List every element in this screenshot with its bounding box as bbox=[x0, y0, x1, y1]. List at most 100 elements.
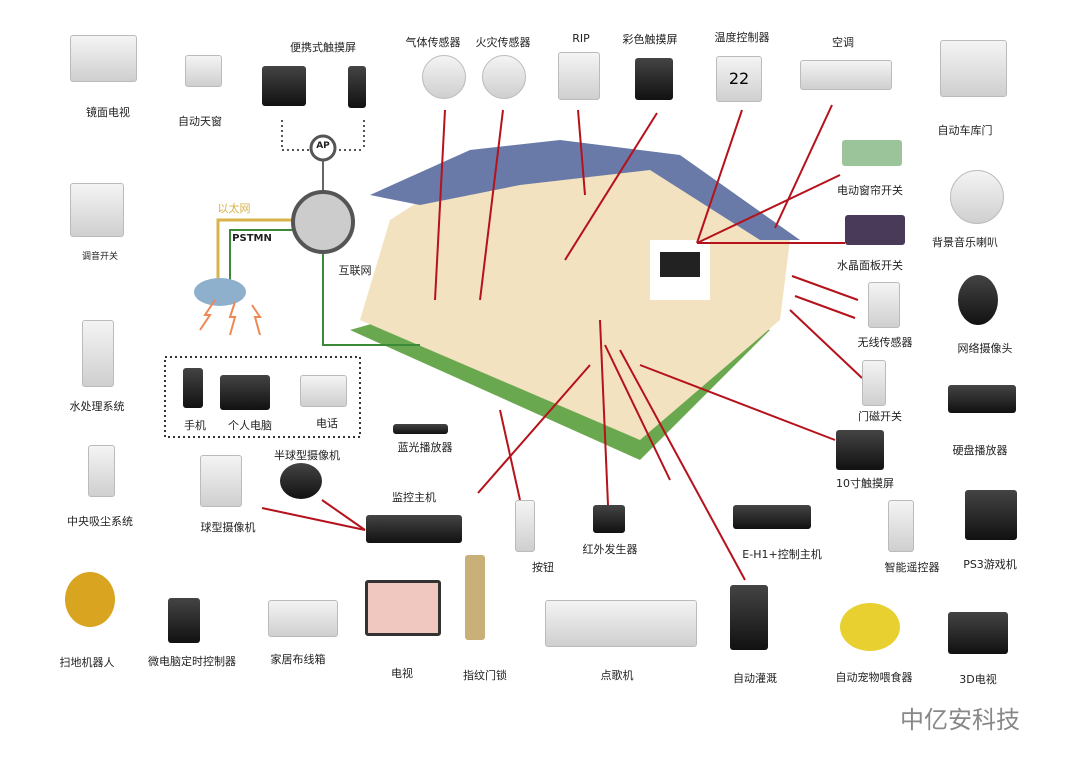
wiring-box-image bbox=[268, 600, 338, 637]
client-devices-box bbox=[164, 356, 361, 438]
garage-door-image bbox=[940, 40, 1007, 97]
controller-label: E-H1+控制主机 bbox=[742, 548, 822, 561]
ethernet-label: 以太网 bbox=[217, 202, 251, 215]
volume-switch-label: 调音开关 bbox=[81, 252, 119, 262]
ir-label: 红外发生器 bbox=[582, 543, 638, 556]
tv3d-image bbox=[948, 612, 1008, 654]
nvr-label: 监控主机 bbox=[392, 491, 436, 504]
garage-door-label: 自动车库门 bbox=[937, 124, 993, 137]
irrigation-label: 自动灌溉 bbox=[733, 672, 777, 685]
vacuum-image bbox=[88, 445, 115, 497]
rip-label: RIP bbox=[572, 32, 590, 45]
ball-camera-image bbox=[200, 455, 242, 507]
dome-cam-label: 半球型摄像机 bbox=[274, 449, 340, 462]
crystal-switch-image bbox=[845, 215, 905, 245]
ball-cam-label: 球型摄像机 bbox=[200, 521, 256, 534]
volume-switch-image bbox=[70, 183, 124, 237]
portable-touch-label: 便携式触摸屏 bbox=[290, 41, 356, 54]
bluray-image bbox=[393, 424, 448, 434]
gas-sensor-image bbox=[422, 55, 466, 99]
phone-label: 手机 bbox=[184, 419, 206, 432]
karaoke-image bbox=[545, 600, 697, 647]
karaoke-label: 点歌机 bbox=[600, 669, 634, 682]
bg-speaker-label: 背景音乐喇叭 bbox=[932, 236, 998, 249]
crystal-switch-label: 水晶面板开关 bbox=[837, 259, 903, 272]
thermostat-display: 22 bbox=[716, 56, 762, 102]
phone-image bbox=[348, 66, 366, 108]
irrigation-image bbox=[730, 585, 768, 650]
remote-label: 智能遥控器 bbox=[884, 561, 940, 574]
cloud-icon bbox=[194, 278, 246, 306]
hdd-player-label: 硬盘播放器 bbox=[952, 444, 1008, 457]
thermostat-label: 温度控制器 bbox=[714, 31, 770, 44]
water-system-image bbox=[82, 320, 114, 387]
house-roof bbox=[370, 140, 800, 240]
internet-label: 互联网 bbox=[338, 264, 372, 277]
pc-label: 个人电脑 bbox=[228, 419, 272, 432]
internet-globe-icon bbox=[291, 190, 355, 254]
tv3d-label: 3D电视 bbox=[959, 673, 997, 686]
touch10-image bbox=[836, 430, 884, 470]
ip-camera-label: 网络摄像头 bbox=[957, 342, 1013, 355]
ps3-label: PS3游戏机 bbox=[963, 558, 1017, 571]
button-label: 按钮 bbox=[532, 561, 554, 574]
tablet-image bbox=[262, 66, 306, 106]
curtain-switch-image bbox=[842, 140, 902, 166]
color-touch-label: 彩色触摸屏 bbox=[622, 33, 678, 46]
pstmn-line bbox=[229, 229, 295, 285]
mirror-tv-image bbox=[70, 35, 137, 82]
pstmn-label: PSTMN bbox=[232, 233, 272, 244]
wiring-box-label: 家居布线箱 bbox=[270, 653, 326, 666]
pc-image bbox=[220, 375, 270, 410]
skylight-motor-image bbox=[185, 55, 222, 87]
lock-label: 指纹门锁 bbox=[463, 669, 507, 682]
wireless-sensor-image bbox=[868, 282, 900, 328]
watermark: 中亿安科技 bbox=[900, 706, 1020, 734]
vacuum-label: 中央吸尘系统 bbox=[67, 515, 133, 528]
water-label: 水处理系统 bbox=[69, 400, 125, 413]
robot-image bbox=[65, 572, 115, 627]
air-conditioner-image bbox=[800, 60, 892, 90]
dome-camera-image bbox=[280, 463, 322, 499]
ir-image bbox=[593, 505, 625, 533]
hdd-player-image bbox=[948, 385, 1016, 413]
device-links bbox=[261, 104, 863, 581]
mirror-tv-label: 镜面电视 bbox=[86, 106, 130, 119]
rip-sensor-image bbox=[558, 52, 600, 100]
wireless-sensor-label: 无线传感器 bbox=[857, 336, 913, 349]
fire-sensor-image bbox=[482, 55, 526, 99]
timer-label: 微电脑定时控制器 bbox=[148, 655, 236, 668]
telephone-label: 电话 bbox=[316, 417, 338, 430]
fire-sensor-label: 火灾传感器 bbox=[475, 36, 531, 49]
robot-label: 扫地机器人 bbox=[59, 656, 115, 669]
house-body bbox=[360, 160, 790, 440]
ac-label: 空调 bbox=[832, 36, 854, 49]
ps3-image bbox=[965, 490, 1017, 540]
ip-camera-image bbox=[958, 275, 998, 325]
internet-line bbox=[322, 250, 420, 346]
color-touch-image bbox=[635, 58, 673, 100]
client-phone-image bbox=[183, 368, 203, 408]
ap-icon bbox=[309, 134, 337, 162]
pet-feeder-label: 自动宠物喂食器 bbox=[835, 671, 913, 684]
button-image bbox=[515, 500, 535, 552]
bluray-label: 蓝光播放器 bbox=[397, 441, 453, 454]
speaker-image bbox=[950, 170, 1004, 224]
ap-label: AP bbox=[316, 141, 330, 151]
telephone-image bbox=[300, 375, 347, 407]
tv-image bbox=[365, 580, 441, 636]
touch10-label: 10寸触摸屏 bbox=[836, 477, 894, 490]
lock-image bbox=[465, 555, 485, 640]
pet-feeder-image bbox=[840, 603, 900, 651]
remote-image bbox=[888, 500, 914, 552]
ethernet-line bbox=[216, 218, 295, 285]
door-sensor-image bbox=[862, 360, 886, 406]
tv-label: 电视 bbox=[391, 667, 413, 680]
nvr-image bbox=[366, 515, 462, 543]
controller-image bbox=[733, 505, 811, 529]
auto-skylight-label: 自动天窗 bbox=[178, 115, 222, 128]
door-sensor-label: 门磁开关 bbox=[858, 410, 902, 423]
timer-image bbox=[168, 598, 200, 643]
